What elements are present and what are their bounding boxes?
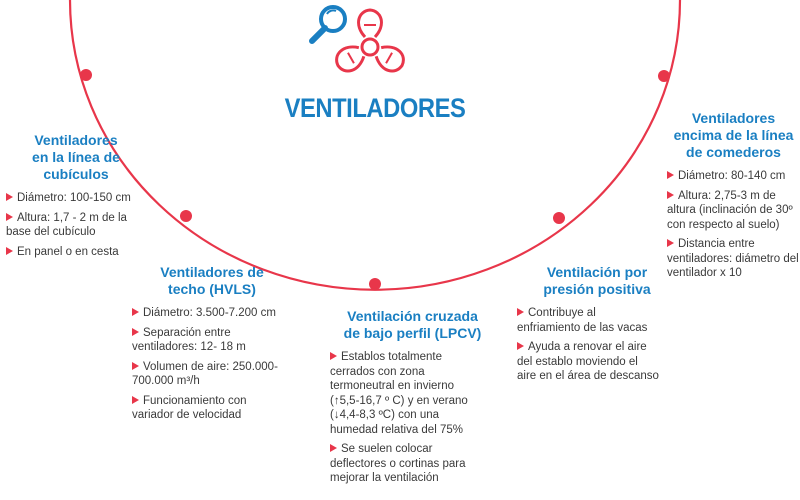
bullet-text-line: ventilador x 10 bbox=[667, 267, 742, 279]
bullet-text-line: Funcionamiento con bbox=[143, 394, 247, 407]
bullet-item: Diámetro: 100-150 cm bbox=[6, 191, 146, 206]
triangle-bullet-icon bbox=[132, 395, 139, 404]
triangle-bullet-icon bbox=[132, 361, 139, 370]
bullet-item: Separación entre ventiladores: 12- 18 m bbox=[132, 326, 292, 355]
triangle-bullet-icon bbox=[6, 246, 13, 255]
bullet-item: Diámetro: 3.500-7.200 cm bbox=[132, 306, 292, 321]
bullet-text-line: Contribuye al bbox=[528, 307, 596, 319]
triangle-bullet-icon bbox=[667, 171, 674, 179]
bullet-text-line: ventiladores: 12- 18 m bbox=[132, 341, 246, 353]
arc-node-cubiculos bbox=[80, 69, 92, 81]
triangle-bullet-icon bbox=[132, 308, 139, 316]
triangle-bullet-icon bbox=[330, 444, 337, 452]
bullet-item: Altura: 1,7 - 2 m de la base del cubículo bbox=[6, 211, 146, 240]
bullet-text-line: aire en el área de descanso bbox=[517, 370, 659, 382]
bullet-text-line: altura (inclinación de 30º bbox=[667, 204, 793, 216]
bullet-list: Diámetro: 3.500-7.200 cm Separación entre… bbox=[132, 306, 292, 423]
bullet-text-line: humedad relativa del 75% bbox=[330, 423, 463, 436]
bullet-text-line: En panel o en cesta bbox=[17, 245, 119, 258]
bullet-text-line: cerrados con zona bbox=[330, 365, 425, 378]
bullet-text-line: Altura: 1,7 - 2 m de la bbox=[17, 211, 127, 224]
triangle-bullet-icon bbox=[330, 352, 337, 360]
bullet-text-line: Diámetro: 80-140 cm bbox=[678, 170, 786, 182]
bullet-text-line: deflectores o cortinas para bbox=[330, 457, 466, 470]
heading-line: Ventiladores bbox=[691, 110, 776, 126]
bullet-text-line: (↑5,5-16,7 º C) y en verano bbox=[330, 394, 468, 407]
bullet-text-line: enfriamiento de las vacas bbox=[517, 321, 648, 334]
heading-line: Ventiladores de bbox=[160, 264, 264, 280]
bullet-text-line: Altura: 2,75-3 m de bbox=[678, 189, 776, 202]
magnifier-icon bbox=[309, 5, 347, 44]
heading-line: encima de la línea bbox=[673, 127, 794, 143]
triangle-bullet-icon bbox=[667, 239, 674, 247]
heading-line: cubículos bbox=[43, 166, 109, 182]
bullet-text-line: Separación entre bbox=[143, 326, 231, 339]
connecting-arc bbox=[68, 0, 682, 291]
heading-line: Ventilación cruzada bbox=[347, 308, 478, 324]
bullet-text-line: Ayuda a renovar el aire bbox=[528, 341, 647, 353]
bullet-list: Diámetro: 100-150 cm Altura: 1,7 - 2 m de… bbox=[6, 191, 146, 259]
triangle-bullet-icon bbox=[667, 190, 674, 199]
bullet-text-line: Diámetro: 100-150 cm bbox=[17, 192, 131, 204]
triangle-bullet-icon bbox=[132, 327, 139, 336]
heading-line: Ventiladores bbox=[34, 132, 118, 148]
heading-line: presión positiva bbox=[543, 281, 651, 297]
bullet-item: En panel o en cesta bbox=[6, 245, 146, 260]
bullet-text-line: ventiladores: diámetro del bbox=[667, 252, 799, 265]
page-title: VENTILADORES bbox=[284, 93, 466, 123]
bullet-item: Volumen de aire: 250.000- 700.000 m³/h bbox=[132, 360, 292, 389]
triangle-bullet-icon bbox=[517, 308, 524, 316]
bullet-text-line: mejorar la ventilación bbox=[330, 472, 439, 484]
heading-line: en la línea de bbox=[32, 149, 120, 165]
arc-node-techo bbox=[180, 210, 192, 222]
triangle-bullet-icon bbox=[6, 193, 13, 201]
bullet-text-line: Diámetro: 3.500-7.200 cm bbox=[143, 307, 276, 319]
heading-line: de comederos bbox=[686, 144, 781, 160]
triangle-bullet-icon bbox=[6, 212, 13, 221]
arc-node-comederos bbox=[658, 70, 670, 82]
arc-node-presion bbox=[553, 212, 565, 224]
arc-node-lpcv bbox=[369, 278, 381, 290]
bullet-item: Se suelen colocar deflectores o cortinas … bbox=[330, 442, 495, 486]
heading-line: Ventilación por bbox=[546, 264, 648, 280]
bullet-text-line: termoneutral en invierno bbox=[330, 380, 455, 392]
heading-line: techo (HVLS) bbox=[168, 281, 256, 297]
triangle-bullet-icon bbox=[517, 342, 524, 350]
bullet-item: Funcionamiento con variador de velocidad bbox=[132, 394, 292, 423]
bullet-text-line: Establos totalmente bbox=[341, 351, 443, 363]
bullet-text-line: (↓4,4-8,3 ºC) con una bbox=[330, 409, 440, 421]
bullet-text-line: Se suelen colocar bbox=[341, 443, 433, 455]
bullet-text-line: del establo moviendo el bbox=[517, 355, 638, 368]
bullet-item: Altura: 2,75-3 m de altura (inclinación d… bbox=[667, 189, 800, 233]
bullet-item: Distancia entre ventiladores: diámetro de… bbox=[667, 237, 800, 281]
bullet-text-line: con respecto al suelo) bbox=[667, 218, 780, 231]
bullet-item: Ayuda a renovar el aire del establo movie… bbox=[517, 340, 677, 384]
bullet-item: Diámetro: 80-140 cm bbox=[667, 169, 800, 184]
bullet-text-line: Distancia entre bbox=[678, 238, 755, 250]
bullet-item: Establos totalmente cerrados con zona term… bbox=[330, 350, 495, 437]
bullet-list: Diámetro: 80-140 cm Altura: 2,75-3 m de al… bbox=[667, 169, 800, 281]
bullet-text-line: 700.000 m³/h bbox=[132, 375, 200, 387]
bullet-text-line: Volumen de aire: 250.000- bbox=[143, 360, 278, 373]
bullet-list: Establos totalmente cerrados con zona term… bbox=[330, 350, 495, 486]
bullet-item: Contribuye al enfriamiento de las vacas bbox=[517, 306, 677, 335]
bullet-text-line: variador de velocidad bbox=[132, 409, 242, 421]
fan-icon bbox=[335, 8, 405, 73]
bullet-text-line: base del cubículo bbox=[6, 226, 96, 238]
heading-line: de bajo perfil (LPCV) bbox=[343, 325, 482, 341]
